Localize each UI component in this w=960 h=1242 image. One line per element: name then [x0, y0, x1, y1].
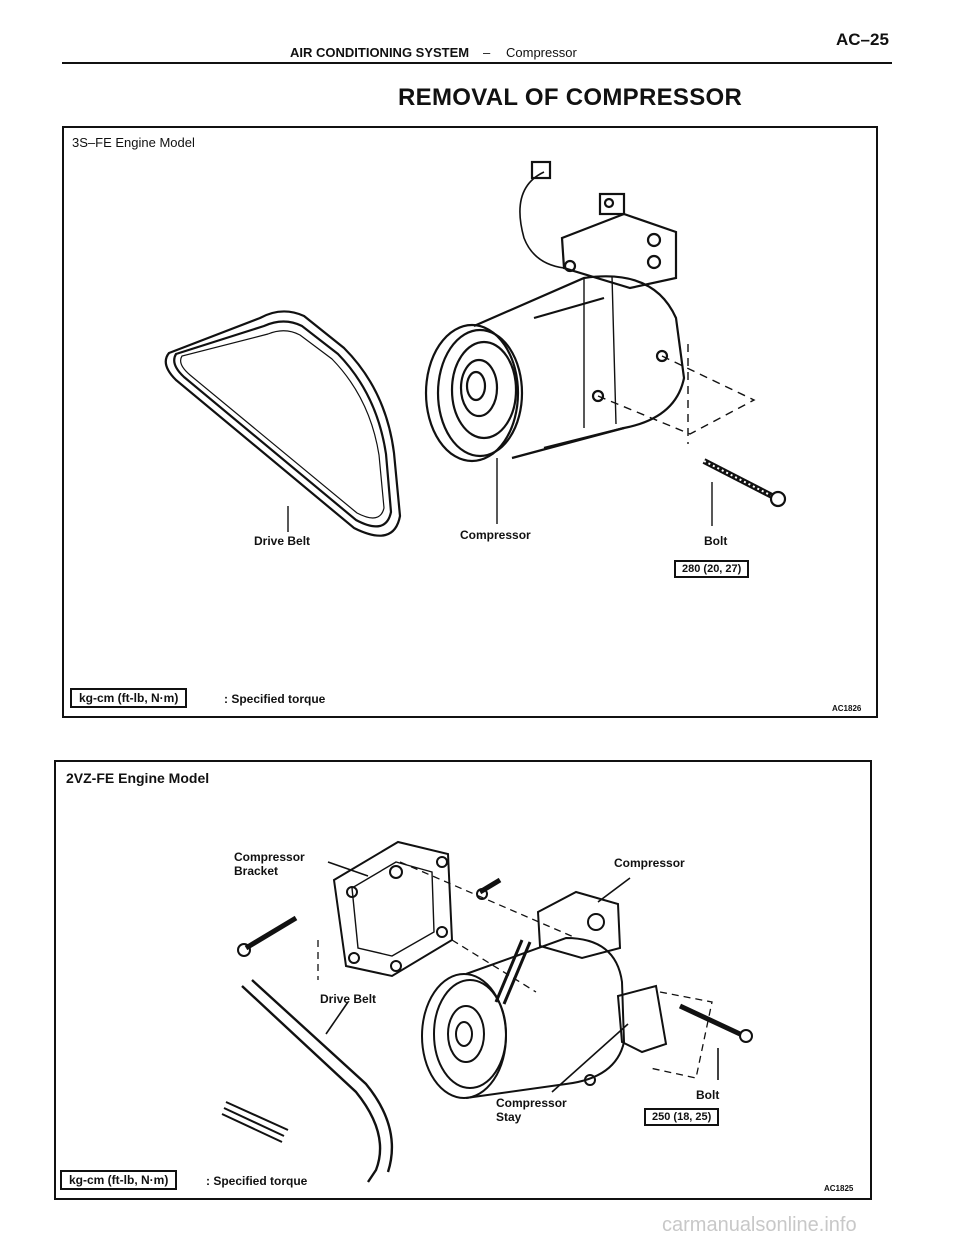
model-label-3s-fe: 3S–FE Engine Model [72, 135, 195, 150]
label-compressor: Compressor [460, 528, 531, 542]
torque-value-box: 250 (18, 25) [644, 1108, 720, 1126]
diagram-3s-fe [164, 160, 787, 537]
compressor-illustration [421, 890, 626, 1099]
header-separator: – [483, 45, 491, 60]
compressor-stay-illustration [616, 984, 668, 1054]
model-label-2vz-fe: 2VZ-FE Engine Model [66, 770, 210, 786]
figure-id: AC1826 [832, 704, 862, 713]
label-drive-belt: Drive Belt [254, 534, 311, 548]
compressor-illustration [424, 160, 686, 463]
figure-3s-fe: 3S–FE Engine Model Drive Belt Compressor… [62, 126, 878, 718]
bolt-illustration [678, 1003, 753, 1043]
diagram-2vz-fe [221, 840, 753, 1183]
compressor-bracket-illustration [332, 840, 454, 978]
header-section: AIR CONDITIONING SYSTEM [290, 45, 470, 60]
drive-belt-illustration [241, 979, 394, 1183]
torque-value-box: 280 (20, 27) [674, 560, 750, 578]
torque-legend-text: : Specified torque [224, 692, 326, 706]
label-compressor-bracket: Compressor Bracket [234, 850, 305, 878]
header-rule [62, 62, 892, 64]
torque-legend-unit: kg-cm (ft-lb, N·m) [60, 1170, 178, 1190]
torque-legend-unit: kg-cm (ft-lb, N·m) [70, 688, 188, 708]
page-title: REMOVAL OF COMPRESSOR [398, 84, 743, 111]
label-bolt: Bolt [704, 534, 728, 548]
bolt-illustration [702, 458, 787, 508]
figure-2vz-fe: 2VZ-FE Engine Model Compressor Bracket C… [54, 760, 872, 1200]
figure-id: AC1825 [824, 1184, 854, 1193]
watermark: carmanualsonline.info [662, 1214, 857, 1236]
drive-belt-illustration [164, 310, 402, 537]
label-drive-belt: Drive Belt [320, 992, 377, 1006]
label-bolt: Bolt [696, 1088, 720, 1102]
torque-legend-text: : Specified torque [206, 1174, 308, 1188]
label-compressor: Compressor [614, 856, 685, 870]
page-number: AC–25 [836, 30, 889, 49]
label-compressor-stay: Compressor Stay [496, 1096, 567, 1124]
header-subsection: Compressor [506, 45, 577, 60]
